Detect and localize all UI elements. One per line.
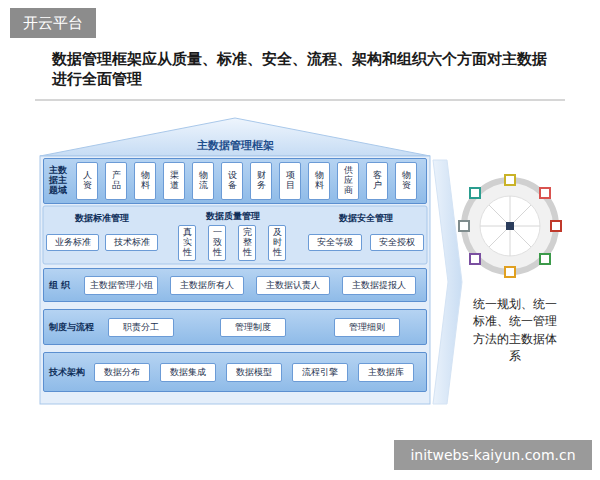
layer-band: 主数据主题域人资产品物料渠道物流设备财务项目物料供应商客户物资 (43, 158, 427, 204)
watermark: 开云平台 (10, 8, 96, 38)
layer-band: 组 织 主数据管理小组 主数据所有人 主数据认责人 主数据提报人 (43, 268, 427, 302)
item-box: 人资 (76, 162, 98, 200)
item-box: 供应商 (337, 162, 359, 200)
item-label: 主数据库 (368, 366, 404, 379)
heading-label: 组 织 (49, 269, 70, 301)
item-box: 流程引擎 (292, 363, 348, 382)
item-label: 数据分布 (104, 366, 140, 379)
item-label: 财务 (257, 171, 266, 191)
item-box: 物资 (395, 162, 417, 200)
heading-label: 主数据管理框架 (40, 138, 430, 153)
item-label: 主数据认责人 (266, 279, 320, 292)
item-box: 设备 (221, 162, 243, 200)
item-box: 主数据管理小组 (84, 276, 158, 295)
item-label: 主数据提报人 (352, 279, 406, 292)
item-label: 供应商 (344, 166, 353, 196)
item-label: 物资 (402, 171, 411, 191)
item-label: 安全授权 (379, 236, 415, 249)
item-label: 安全等级 (317, 236, 353, 249)
management-group: 数据质量管理真实性 一致性 完整性 及时性 (168, 208, 298, 264)
roof (40, 118, 430, 156)
item-box: 及时性 (268, 225, 286, 261)
item-label: 客户 (373, 171, 382, 191)
heading-label: 数据标准管理 (46, 212, 158, 225)
item-box: 物料 (134, 162, 156, 200)
summary-note: 统一规划、统一标准、统一管理方法的主数据体系 (468, 296, 562, 366)
item-label: 数据集成 (170, 366, 206, 379)
layer-band: 制度与流程 职责分工 管理制度 管理细则 (43, 309, 427, 345)
item-label: 主数据所有人 (180, 279, 234, 292)
item-label: 物料 (315, 171, 324, 191)
item-label: 流程引擎 (302, 366, 338, 379)
item-box: 项目 (279, 162, 301, 200)
item-box: 技术标准 (105, 234, 158, 251)
item-label: 渠道 (170, 171, 179, 191)
item-label: 真实性 (183, 228, 192, 258)
item-box: 物料 (308, 162, 330, 200)
title: 数据管理框架应从质量、标准、安全、流程、架构和组织六个方面对主数据进行全面管理 (52, 50, 552, 89)
item-label: 一致性 (213, 228, 222, 258)
divider-line (35, 99, 565, 101)
item-box: 客户 (366, 162, 388, 200)
item-box: 主数据所有人 (170, 276, 244, 295)
heading-label: 数据安全管理 (308, 212, 424, 225)
heading-label: 数据质量管理 (168, 210, 298, 223)
item-label: 人资 (83, 171, 92, 191)
item-box: 主数据认责人 (256, 276, 330, 295)
heading-label: 技术架构 (49, 353, 85, 391)
framework-house: 主数据管理框架主数据主题域人资产品物料渠道物流设备财务项目物料供应商客户物资数据… (40, 118, 430, 404)
item-box: 产品 (105, 162, 127, 200)
item-label: 物流 (199, 171, 208, 191)
item-box: 主数据库 (358, 363, 414, 382)
item-label: 项目 (286, 171, 295, 191)
item-box: 完整性 (238, 225, 256, 261)
item-box: 真实性 (178, 225, 196, 261)
item-label: 技术标准 (114, 236, 150, 249)
house-body (40, 156, 430, 404)
layer-band: 技术架构 数据分布 数据集成 数据模型 流程引擎 主数据库 (43, 352, 427, 392)
item-box: 渠道 (163, 162, 185, 200)
item-label: 完整性 (243, 228, 252, 258)
item-label: 数据模型 (236, 366, 272, 379)
item-box: 数据分布 (94, 363, 150, 382)
management-group: 数据标准管理业务标准 技术标准 (46, 210, 158, 260)
item-box: 业务标准 (46, 234, 99, 251)
item-label: 管理细则 (349, 321, 385, 334)
item-box: 职责分工 (108, 318, 174, 337)
item-box: 管理细则 (334, 318, 400, 337)
item-label: 管理制度 (235, 321, 271, 334)
item-box: 数据集成 (160, 363, 216, 382)
management-group: 数据安全管理安全等级 安全授权 (308, 210, 424, 260)
item-label: 及时性 (273, 228, 282, 258)
item-box: 数据模型 (226, 363, 282, 382)
heading-label: 主数据主题域 (49, 159, 69, 203)
item-label: 产品 (112, 171, 121, 191)
item-box: 管理制度 (220, 318, 286, 337)
chevron-arrow (433, 160, 462, 404)
watermark: initwebs-kaiyun.com.cn (394, 440, 592, 470)
item-box: 安全等级 (308, 234, 362, 251)
item-box: 物流 (192, 162, 214, 200)
item-box: 一致性 (208, 225, 226, 261)
item-label: 主数据管理小组 (90, 279, 153, 292)
heading-label: 制度与流程 (49, 310, 94, 344)
item-box: 安全授权 (370, 234, 424, 251)
item-label: 物料 (141, 171, 150, 191)
management-band (43, 206, 427, 264)
item-box: 财务 (250, 162, 272, 200)
wheel-figure (459, 175, 561, 277)
item-box: 主数据提报人 (342, 276, 416, 295)
item-label: 业务标准 (55, 236, 91, 249)
item-label: 职责分工 (123, 321, 159, 334)
item-label: 设备 (228, 171, 237, 191)
